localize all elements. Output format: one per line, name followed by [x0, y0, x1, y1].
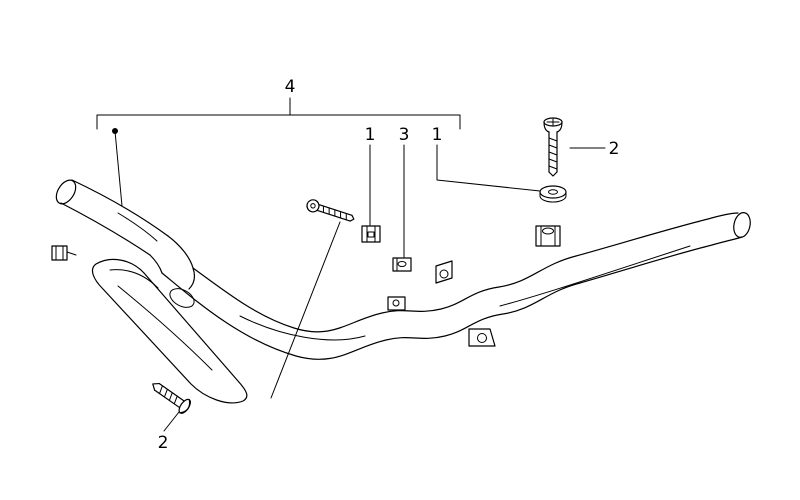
callout-label-2-bottom: 2 [158, 433, 169, 453]
right-tube-end [733, 212, 751, 238]
callout-label-1-left: 1 [365, 125, 376, 145]
tube-clip [387, 296, 406, 311]
callout-label-4: 4 [285, 77, 296, 97]
dimension-bracket-4 [96, 114, 461, 130]
tube-bracket [435, 260, 453, 284]
washer [539, 185, 567, 203]
screw-top-right [543, 117, 563, 177]
screw-bottom-left [152, 382, 191, 414]
handlebar-assembly-drawing [51, 179, 751, 404]
bottom-flange [468, 328, 496, 347]
bolt-leader-line [270, 221, 341, 399]
bolt-middle [306, 199, 355, 222]
clip-part-1 [361, 225, 381, 243]
left-clip [51, 245, 77, 261]
callout-leaders [96, 97, 606, 432]
callout-label-2-right: 2 [609, 139, 620, 159]
top-clamp [535, 225, 561, 247]
clip-nut-part-3 [392, 257, 412, 272]
lower-cover [91, 258, 248, 404]
callout-label-1-right: 1 [432, 125, 443, 145]
callout-label-3: 3 [399, 125, 410, 145]
